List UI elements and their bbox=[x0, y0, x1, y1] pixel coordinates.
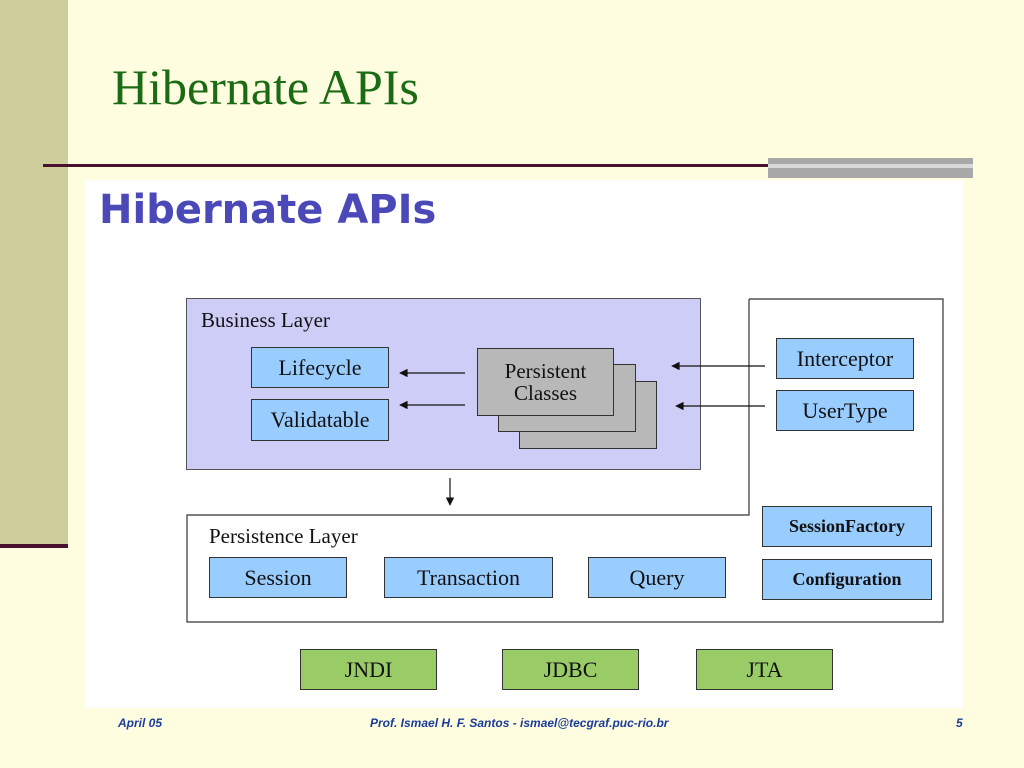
transaction-label: Transaction bbox=[416, 564, 521, 590]
session-label: Session bbox=[244, 564, 312, 590]
session-factory-box: SessionFactory bbox=[762, 506, 932, 547]
lifecycle-box: Lifecycle bbox=[251, 347, 389, 388]
slide-title: Hibernate APIs bbox=[112, 59, 419, 115]
jdbc-label: JDBC bbox=[543, 656, 598, 682]
lifecycle-label: Lifecycle bbox=[278, 354, 362, 380]
validatable-box: Validatable bbox=[251, 399, 389, 441]
diagram-title: Hibernate APIs bbox=[99, 187, 437, 233]
jndi-label: JNDI bbox=[344, 656, 393, 682]
left-decor-rule bbox=[0, 544, 68, 548]
usertype-box: UserType bbox=[776, 390, 914, 431]
session-box: Session bbox=[209, 557, 347, 598]
session-factory-label: SessionFactory bbox=[789, 516, 905, 536]
validatable-label: Validatable bbox=[270, 407, 370, 432]
interceptor-box: Interceptor bbox=[776, 338, 914, 379]
persistent-classes-line-2: Classes bbox=[514, 381, 577, 405]
persistent-classes-line-1: Persistent bbox=[504, 358, 587, 383]
footer-date: April 05 bbox=[118, 716, 163, 730]
query-box: Query bbox=[588, 557, 726, 598]
jta-label: JTA bbox=[746, 656, 783, 682]
left-decor-band bbox=[0, 0, 68, 547]
jta-box: JTA bbox=[696, 649, 833, 690]
usertype-label: UserType bbox=[802, 397, 888, 423]
title-accent-bar bbox=[768, 158, 973, 178]
configuration-label: Configuration bbox=[792, 569, 902, 589]
business-layer-label: Business Layer bbox=[201, 308, 330, 332]
query-label: Query bbox=[629, 564, 685, 590]
footer-page-number: 5 bbox=[956, 716, 963, 730]
footer-author: Prof. Ismael H. F. Santos - ismael@tecgr… bbox=[370, 716, 669, 730]
interceptor-label: Interceptor bbox=[796, 345, 894, 371]
jndi-box: JNDI bbox=[300, 649, 437, 690]
transaction-box: Transaction bbox=[384, 557, 553, 598]
configuration-box: Configuration bbox=[762, 559, 932, 600]
jdbc-box: JDBC bbox=[502, 649, 639, 690]
title-divider bbox=[43, 164, 973, 167]
persistent-classes-box: Persistent Classes bbox=[477, 348, 614, 416]
persistence-layer-label: Persistence Layer bbox=[209, 524, 358, 548]
